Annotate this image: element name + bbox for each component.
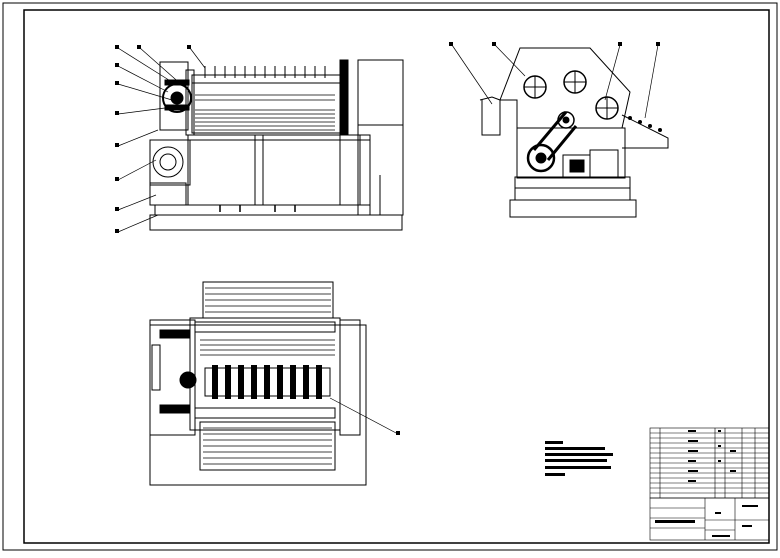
top-view (149, 281, 400, 486)
side-view (449, 42, 669, 218)
front-view (115, 45, 404, 233)
sheet-border (2, 2, 778, 551)
technical-notes (545, 441, 613, 476)
title-block (649, 497, 770, 541)
bom-table (649, 427, 770, 499)
